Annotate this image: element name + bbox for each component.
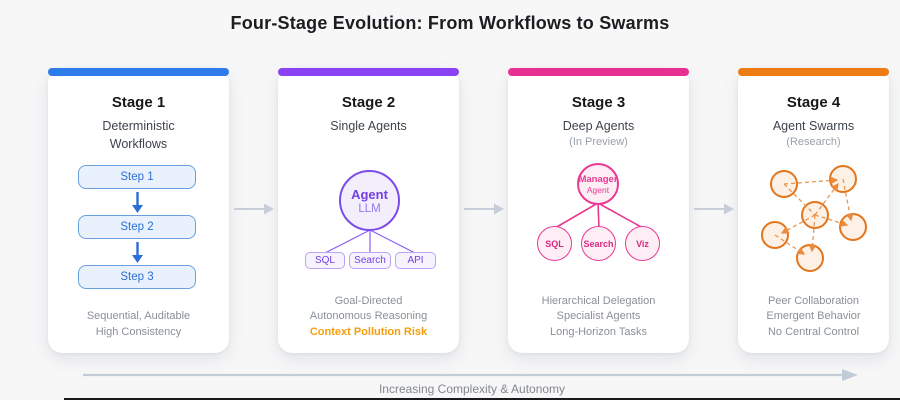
manager-type: Agent — [586, 184, 610, 195]
stage-4-footer-line-2: Emergent Behavior — [766, 310, 861, 322]
tool-box-sql: SQL — [305, 252, 345, 269]
tool-box-api: API — [395, 252, 436, 269]
stage-2-footer-line-1: Goal-Directed — [334, 294, 403, 307]
stage-3-title: Stage 3 — [571, 94, 626, 111]
stage-3-note: (In Preview) — [569, 136, 628, 148]
stage-4-subtitle: Agent Swarms — [772, 119, 855, 133]
stage-4-accent-bar — [738, 68, 889, 76]
stage-2-title: Stage 2 — [341, 94, 396, 111]
agent-circle: Agent LLM — [339, 170, 400, 231]
stage-4-note: (Research) — [786, 136, 841, 148]
step-box-3: Step 3 — [78, 265, 196, 289]
stage-3-accent-bar — [508, 68, 689, 76]
flow-arrow-2-icon — [464, 203, 504, 215]
subagent-circle-viz: Viz — [625, 226, 660, 261]
stage-4-footer-line-3: No Central Control — [767, 325, 860, 338]
complexity-axis-label: Increasing Complexity & Autonomy — [378, 382, 566, 396]
manager-agent-circle: Manager Agent — [577, 163, 619, 205]
stage-4-title: Stage 4 — [786, 94, 841, 111]
stage-4-footer-line-1: Peer Collaboration — [767, 294, 860, 307]
stage-3-footer-line-2: Specialist Agents — [556, 310, 641, 322]
tool-box-search: Search — [349, 252, 391, 269]
flow-arrow-3-icon — [694, 203, 734, 215]
stage-4-footer: Peer Collaboration Emergent Behavior No … — [738, 294, 889, 341]
bottom-window-edge — [64, 398, 900, 400]
stage-1-title: Stage 1 — [111, 94, 166, 111]
stage-2-accent-bar — [278, 68, 459, 76]
stage-2-card: Stage 2 Single Agents Agent LLM SQL Sear… — [278, 68, 459, 353]
stage-4-card: Stage 4 Agent Swarms (Research) — [738, 68, 889, 353]
manager-name: Manager — [578, 173, 618, 185]
stage-2-footer-line-2: Autonomous Reasoning — [309, 310, 428, 322]
stage-3-footer-line-3: Long-Horizon Tasks — [549, 325, 647, 338]
stage-3-footer: Hierarchical Delegation Specialist Agent… — [508, 294, 689, 341]
complexity-axis-arrow-icon — [83, 369, 858, 381]
stage-1-footer: Sequential, Auditable High Consistency — [48, 309, 229, 340]
subagent-circle-search: Search — [581, 226, 616, 261]
stage-2-subtitle: Single Agents — [330, 119, 407, 133]
agent-type: LLM — [358, 202, 381, 215]
stage-1-subtitle: Deterministic Workflows — [102, 119, 175, 151]
step-box-1: Step 1 — [78, 165, 196, 189]
stage-3-subtitle: Deep Agents — [562, 119, 635, 133]
stage-3-card: Stage 3 Deep Agents (In Preview) Manager… — [508, 68, 689, 353]
stage-1-footer-line-2: High Consistency — [95, 325, 182, 338]
stage-2-warning-text: Context Pollution Risk — [309, 325, 428, 338]
stage-1-footer-line-1: Sequential, Auditable — [86, 310, 191, 322]
stage-1-accent-bar — [48, 68, 229, 76]
stage-3-footer-line-1: Hierarchical Delegation — [541, 294, 656, 307]
stage-2-footer: Goal-Directed Autonomous Reasoning Conte… — [278, 294, 459, 341]
page-title: Four-Stage Evolution: From Workflows to … — [230, 13, 670, 33]
step-box-2: Step 2 — [78, 215, 196, 239]
subagent-circle-sql: SQL — [537, 226, 572, 261]
agent-name: Agent — [351, 186, 388, 202]
flow-arrow-1-icon — [234, 203, 274, 215]
stage-1-card: Stage 1 Deterministic Workflows Step 1 S… — [48, 68, 229, 353]
